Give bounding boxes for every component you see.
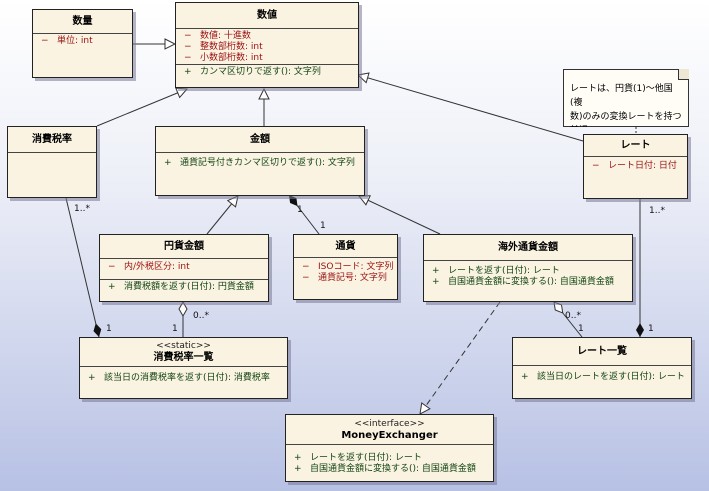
operations: +該当日の消費税率を返す(日付): 消費税率 <box>80 367 287 387</box>
operation-row: +自国通貨金額に変換する(): 自国通貨金額 <box>432 277 614 287</box>
operation-row: +カンマ区切りで返す(): 文字列 <box>184 67 321 77</box>
attribute-row: −レート日付: 日付 <box>592 161 677 171</box>
note-line: 数)のみの変換レートを持つ <box>570 112 682 122</box>
attribute-row: −単位: int <box>41 36 93 46</box>
class-tsuuka[interactable]: 通貨 −ISOコード: 文字列 −通貨記号: 文字列 <box>293 234 398 300</box>
attributes: −数値: 十進数 −整数部桁数: int −小数部桁数: int <box>176 29 358 64</box>
attributes: −レート日付: 日付 <box>584 157 687 175</box>
class-stereotype: <<interface>> <box>354 418 425 429</box>
class-stereotype: <<static>> <box>156 341 211 351</box>
class-name: 数量 <box>72 16 93 27</box>
operations: +消費税額を返す(日付): 円貨金額 <box>100 279 268 296</box>
mult-kingaku-tsuuka-b: 1 <box>320 221 326 231</box>
class-suuchi[interactable]: 数値 −数値: 十進数 −整数部桁数: int −小数部桁数: int +カンマ… <box>175 2 359 88</box>
operation-row: +該当日のレートを返す(日付): レート <box>521 372 685 382</box>
class-name: 金額 <box>250 134 270 145</box>
mult-zeiritsu-one: 1 <box>106 324 112 334</box>
class-name: 海外通貨金額 <box>498 242 558 253</box>
generalization-zeiritsu-suuchi <box>96 89 187 127</box>
class-name: 消費税率 <box>32 134 72 145</box>
note[interactable]: レートは、円貨(1)～他国(複 数)のみの変換レートを持つ 前提 <box>563 69 689 127</box>
note-fold <box>678 69 689 80</box>
class-kingaku[interactable]: 金額 +通貨記号付きカンマ区切りで返す(): 文字列 <box>155 126 365 196</box>
operations: +レートを返す(日付): レート +自国通貨金額に変換する(): 自国通貨金額 <box>424 261 632 291</box>
class-rate-list[interactable]: レート一覧 +該当日のレートを返す(日付): レート <box>512 337 692 399</box>
class-name: レート <box>620 140 651 151</box>
generalization-enka-kingaku <box>206 196 238 235</box>
class-name: MoneyExchanger <box>341 429 438 441</box>
class-name: 消費税率一覧 <box>153 352 214 363</box>
operations: +レートを返す(日付): レート +自国通貨金額に変換する(): 自国通貨金額 <box>286 445 493 478</box>
mult-zeiritsu-one-star: 1..* <box>74 204 90 214</box>
class-name: 数値 <box>257 10 277 21</box>
class-shouhizeiritsu[interactable]: 消費税率 <box>7 126 97 198</box>
generalization-gaika-kingaku <box>359 196 441 235</box>
attributes: −内/外税区分: int <box>100 259 268 279</box>
operations: +カンマ区切りで返す(): 文字列 <box>176 64 358 81</box>
mult-enka-one: 1 <box>172 324 178 334</box>
class-name: レート一覧 <box>577 346 627 357</box>
attributes: −ISOコード: 文字列 −通貨記号: 文字列 <box>294 258 397 287</box>
class-gaika[interactable]: 海外通貨金額 +レートを返す(日付): レート +自国通貨金額に変換する(): … <box>423 234 633 302</box>
mult-rate-one: 1 <box>648 324 654 334</box>
mult-kingaku-tsuuka-a: 1 <box>297 205 303 215</box>
attributes: −単位: int <box>33 34 132 50</box>
operations: +通貨記号付きカンマ区切りで返す(): 文字列 <box>156 153 364 172</box>
attribute-row: −内/外税区分: int <box>108 262 190 272</box>
operation-row: +レートを返す(日付): レート <box>294 453 422 463</box>
attribute-row: −数値: 十進数 <box>184 31 251 41</box>
attribute-row: −整数部桁数: int <box>184 42 263 52</box>
realization-gaika-exchanger <box>420 301 501 414</box>
mult-gaika-one: 1 <box>578 324 584 334</box>
operation-row: +消費税額を返す(日付): 円貨金額 <box>108 282 254 292</box>
class-name: 円貨金額 <box>164 241 204 252</box>
composition-kingaku-tsuuka <box>288 194 320 235</box>
operation-row: +該当日の消費税率を返す(日付): 消費税率 <box>88 373 270 383</box>
class-enka[interactable]: 円貨金額 −内/外税区分: int +消費税額を返す(日付): 円貨金額 <box>99 234 269 302</box>
class-name: 通貨 <box>335 240 356 252</box>
class-rate[interactable]: レート −レート日付: 日付 <box>583 134 688 199</box>
operation-row: +通貨記号付きカンマ区切りで返す(): 文字列 <box>164 158 355 168</box>
class-money-exchanger[interactable]: <<interface>> MoneyExchanger +レートを返す(日付)… <box>285 414 494 482</box>
operation-row: +自国通貨金額に変換する(): 自国通貨金額 <box>294 464 476 474</box>
attribute-row: −小数部桁数: int <box>184 53 263 63</box>
class-suuryou[interactable]: 数量 −単位: int <box>32 9 133 78</box>
mult-gaika-zero-star: 0..* <box>565 311 581 321</box>
operation-row: +レートを返す(日付): レート <box>432 266 560 276</box>
composition-zeiritsu-list <box>65 197 102 338</box>
operations: +該当日のレートを返す(日付): レート <box>513 366 691 386</box>
generalization-rate-suuchi <box>358 75 584 142</box>
mult-rate-one-star: 1..* <box>649 206 665 216</box>
class-zeiritsu-list[interactable]: <<static>> 消費税率一覧 +該当日の消費税率を返す(日付): 消費税率 <box>79 337 288 399</box>
attribute-row: −ISOコード: 文字列 <box>302 262 394 272</box>
aggregation-gaika-list <box>553 301 583 338</box>
mult-enka-zero-star: 0..* <box>193 311 209 321</box>
note-line: レートは、円貨(1)～他国(複 <box>570 84 673 108</box>
attribute-row: −通貨記号: 文字列 <box>302 273 387 283</box>
